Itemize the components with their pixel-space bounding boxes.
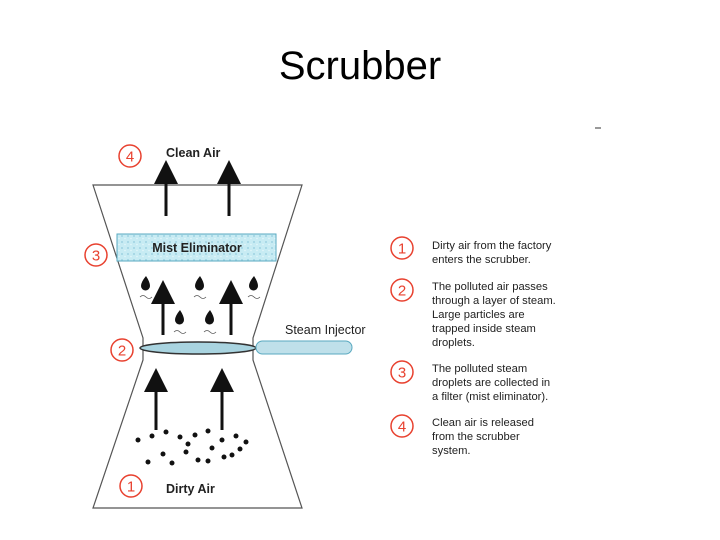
step-text-line: droplets are collected in [432, 377, 550, 389]
stage-number-1: 1 [119, 474, 143, 498]
step-text-line: a filter (mist eliminator). [432, 391, 548, 403]
dirt-particles [135, 428, 249, 466]
droplet-icon [175, 310, 184, 325]
steam-injector-label: Steam Injector [285, 323, 366, 337]
steam-injector-pipe [255, 340, 353, 355]
svg-text:1: 1 [127, 479, 135, 496]
slide-title: Scrubber [278, 44, 442, 88]
step-text-line: enters the scrubber. [432, 254, 531, 266]
svg-text:2: 2 [118, 343, 126, 360]
mist-eliminator-label: Mist Eliminator [152, 241, 242, 255]
step-number-badge [390, 236, 414, 260]
step-number-badge [390, 414, 414, 438]
steam-droplets [141, 276, 258, 325]
stage-number-3: 3 [84, 243, 108, 267]
step-text-line: Dirty air from the factory [432, 240, 552, 252]
legend-step-2: 2 The polluted air passes through a laye… [390, 278, 556, 349]
step-text-line: droplets. [432, 337, 475, 349]
step-text-line: Large particles are [432, 309, 525, 321]
step-number-badge [390, 360, 414, 384]
step-text-line: The polluted air passes [432, 281, 548, 293]
step-number-badge [390, 278, 414, 302]
svg-text:4: 4 [126, 149, 134, 166]
svg-text:4: 4 [398, 419, 406, 436]
droplet-icon [195, 276, 204, 291]
legend-step-1: 1 Dirty air from the factory enters the … [390, 236, 552, 266]
step-text-line: system. [432, 445, 471, 457]
clean-air-label: Clean Air [166, 146, 221, 160]
step-text-line: trapped inside steam [432, 323, 536, 335]
svg-text:3: 3 [92, 248, 100, 265]
legend-step-3: 3 The polluted steam droplets are collec… [390, 360, 550, 403]
droplet-icon [141, 276, 150, 291]
stage-number-2: 2 [110, 338, 134, 362]
droplet-wisps [139, 295, 261, 334]
step-text-line: through a layer of steam. [432, 295, 556, 307]
droplet-icon [249, 276, 258, 291]
svg-text:2: 2 [398, 283, 406, 300]
dirty-air-label: Dirty Air [166, 482, 215, 496]
step-text-line: The polluted steam [432, 363, 527, 375]
droplet-icon [205, 310, 214, 325]
svg-text:1: 1 [398, 241, 406, 258]
steam-layer [139, 341, 257, 355]
legend-step-4: 4 Clean air is released from the scrubbe… [390, 414, 534, 457]
svg-text:3: 3 [398, 365, 406, 382]
stage-number-4: 4 [118, 144, 142, 168]
step-text-line: Clean air is released [432, 417, 534, 429]
step-text-line: from the scrubber [432, 431, 520, 443]
mist-eliminator [116, 233, 277, 262]
